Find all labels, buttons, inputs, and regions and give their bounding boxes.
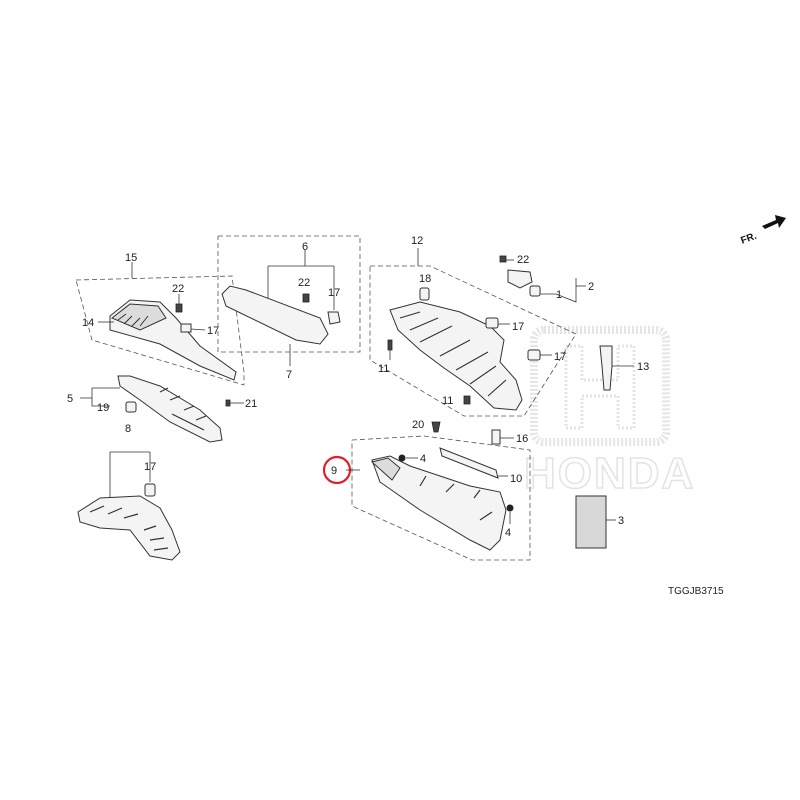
front-arrow-icon <box>762 215 786 229</box>
callout-10: 10 <box>510 473 522 485</box>
callout-22: 22 <box>517 254 529 266</box>
callout-18: 18 <box>419 273 431 285</box>
duct-shape <box>77 495 181 561</box>
callout-7: 7 <box>286 369 292 381</box>
callout-20: 20 <box>412 419 424 431</box>
honda-logo-watermark: HONDA <box>523 326 695 499</box>
part-3-card <box>575 495 607 549</box>
honda-wordmark: HONDA <box>524 449 695 498</box>
callout-14: 14 <box>82 317 94 329</box>
callout-6: 6 <box>302 241 308 253</box>
callout-21: 21 <box>245 398 257 410</box>
callout-22: 22 <box>298 277 310 289</box>
part-20-screw <box>431 421 441 433</box>
callout-17: 17 <box>512 321 524 333</box>
part-13-damper <box>599 345 634 391</box>
callout-4: 4 <box>420 453 426 465</box>
callout-11: 11 <box>442 395 453 407</box>
trim-strip-shape <box>221 285 329 345</box>
callout-9: 9 <box>331 465 337 477</box>
callout-4: 4 <box>505 527 511 539</box>
callout-17: 17 <box>328 287 340 299</box>
diagram-code: TGGJB3715 <box>668 586 724 597</box>
callout-13: 13 <box>637 361 649 373</box>
callout-2: 2 <box>588 281 594 293</box>
callout-16: 16 <box>516 433 528 445</box>
callout-22: 22 <box>172 283 184 295</box>
lock-assembly-shape <box>507 269 533 289</box>
callout-12: 12 <box>411 235 423 247</box>
group-12 <box>369 248 577 417</box>
glovebox-frame-shape <box>389 301 523 411</box>
group-8 <box>77 451 181 561</box>
callout-17: 17 <box>144 461 156 473</box>
glovebox-shape <box>371 455 507 551</box>
front-label: FR. <box>739 231 758 247</box>
group-9 <box>322 435 531 561</box>
callout-3: 3 <box>618 515 624 527</box>
callout-15: 15 <box>125 252 137 264</box>
callout-8: 8 <box>125 423 131 435</box>
callout-11: 11 <box>378 363 389 375</box>
group-15 <box>75 262 245 386</box>
callout-5: 5 <box>67 393 73 405</box>
group-6 <box>217 235 361 366</box>
callout-17: 17 <box>554 351 566 363</box>
group-5 <box>80 375 244 443</box>
callout-1: 1 <box>556 289 562 301</box>
group-2 <box>499 255 586 303</box>
front-direction-indicator: FR. <box>739 215 786 247</box>
callout-19: 19 <box>97 402 109 414</box>
callout-17: 17 <box>207 325 219 337</box>
part-16-bolt <box>491 429 501 445</box>
